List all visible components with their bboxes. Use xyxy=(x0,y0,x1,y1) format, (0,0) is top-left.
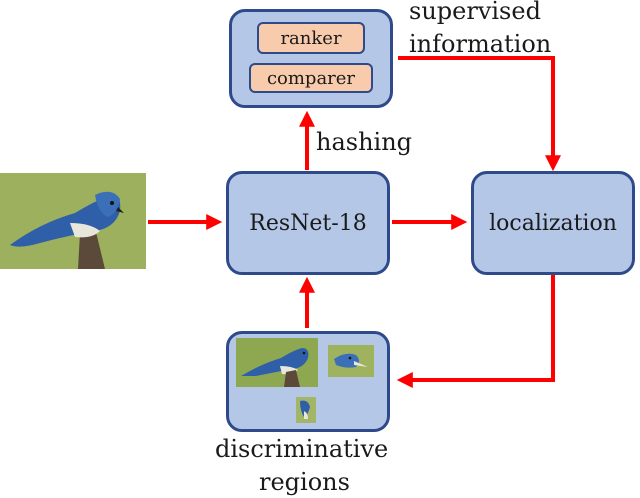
region-thumb-head xyxy=(328,345,374,377)
hashing-label: hashing xyxy=(316,128,413,156)
arrow-localization-to-regions xyxy=(396,275,555,388)
localization-node: localization xyxy=(471,171,635,275)
supervised-label-line2: information xyxy=(409,30,552,58)
supervised-label-line1: supervised xyxy=(409,0,541,25)
localization-label: localization xyxy=(489,210,617,236)
ranker-block: ranker xyxy=(257,22,365,54)
arrow-supervised-to-localization xyxy=(398,56,561,172)
resnet-label: ResNet-18 xyxy=(249,210,367,236)
region-thumb-large xyxy=(236,338,318,387)
region-thumb-small xyxy=(296,397,316,423)
resnet-18-node: ResNet-18 xyxy=(226,171,390,275)
discriminative-label-line1: discriminative xyxy=(215,435,389,463)
input-bird-image xyxy=(0,173,146,269)
discriminative-label-line2: regions xyxy=(259,468,350,496)
comparer-block: comparer xyxy=(249,63,373,93)
